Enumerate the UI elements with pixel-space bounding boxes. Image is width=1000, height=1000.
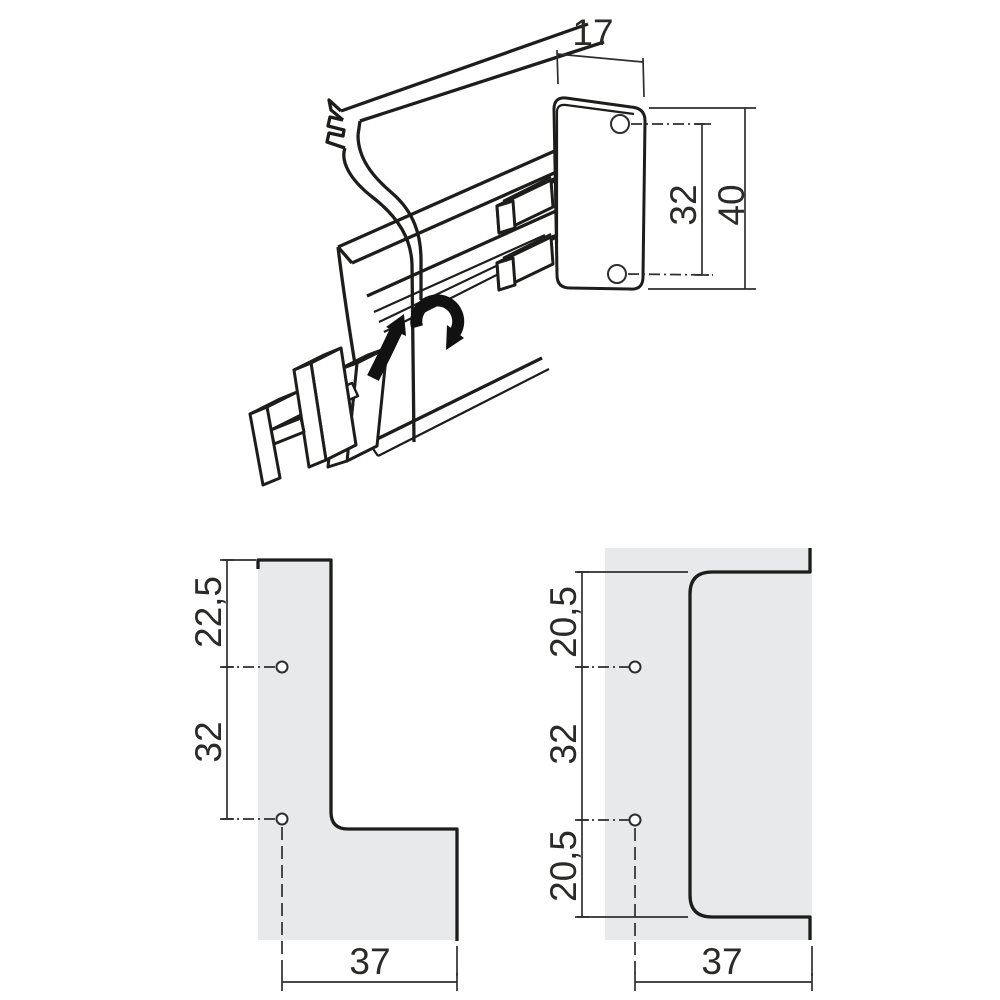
- section-view-left: 22,5 32 37: [188, 558, 459, 991]
- drill-hole-left-bottom: [275, 812, 289, 826]
- dim-label-32-right: 32: [543, 723, 584, 764]
- plate-hole-bottom: [607, 264, 627, 284]
- bottom-prong-end: [495, 256, 517, 292]
- clip-prongs: [495, 173, 569, 292]
- panel-fill-left: [258, 560, 457, 940]
- rotate-arrow-icon: [410, 294, 465, 350]
- dim-plate-width: 17: [556, 12, 645, 98]
- drill-hole-left-top: [275, 660, 289, 674]
- section-view-right: 20,5 32 20,5 37: [543, 548, 813, 991]
- dim-plate-height: 40: [648, 107, 756, 290]
- isometric-assembly-view: 17 32 40: [248, 12, 756, 487]
- dim-label-32-iso: 32: [663, 184, 704, 225]
- h-clip: [248, 346, 389, 487]
- mounting-plate: [552, 96, 647, 291]
- panel-fill-right: [605, 548, 812, 940]
- dim-label-20-5-bottom: 20,5: [543, 830, 584, 902]
- drill-hole-right-bottom: [628, 813, 642, 827]
- dim-label-17: 17: [572, 12, 613, 53]
- top-prong-end: [495, 199, 517, 235]
- dim-label-32-left: 32: [188, 721, 229, 762]
- dim-hole-spacing-iso: 32: [627, 123, 714, 276]
- plate-hole-top: [610, 114, 630, 134]
- profile-outline-left: [256, 558, 459, 941]
- dim-label-37-left: 37: [349, 941, 390, 982]
- dim-label-37-right: 37: [701, 941, 742, 982]
- dim-label-40: 40: [711, 184, 752, 225]
- dim-label-20-5-top: 20,5: [543, 586, 584, 658]
- profile-outline-right: [688, 548, 812, 940]
- insert-arrow-icon: [367, 314, 406, 381]
- dim-label-22-5: 22,5: [188, 576, 229, 648]
- drill-hole-right-top: [628, 660, 642, 674]
